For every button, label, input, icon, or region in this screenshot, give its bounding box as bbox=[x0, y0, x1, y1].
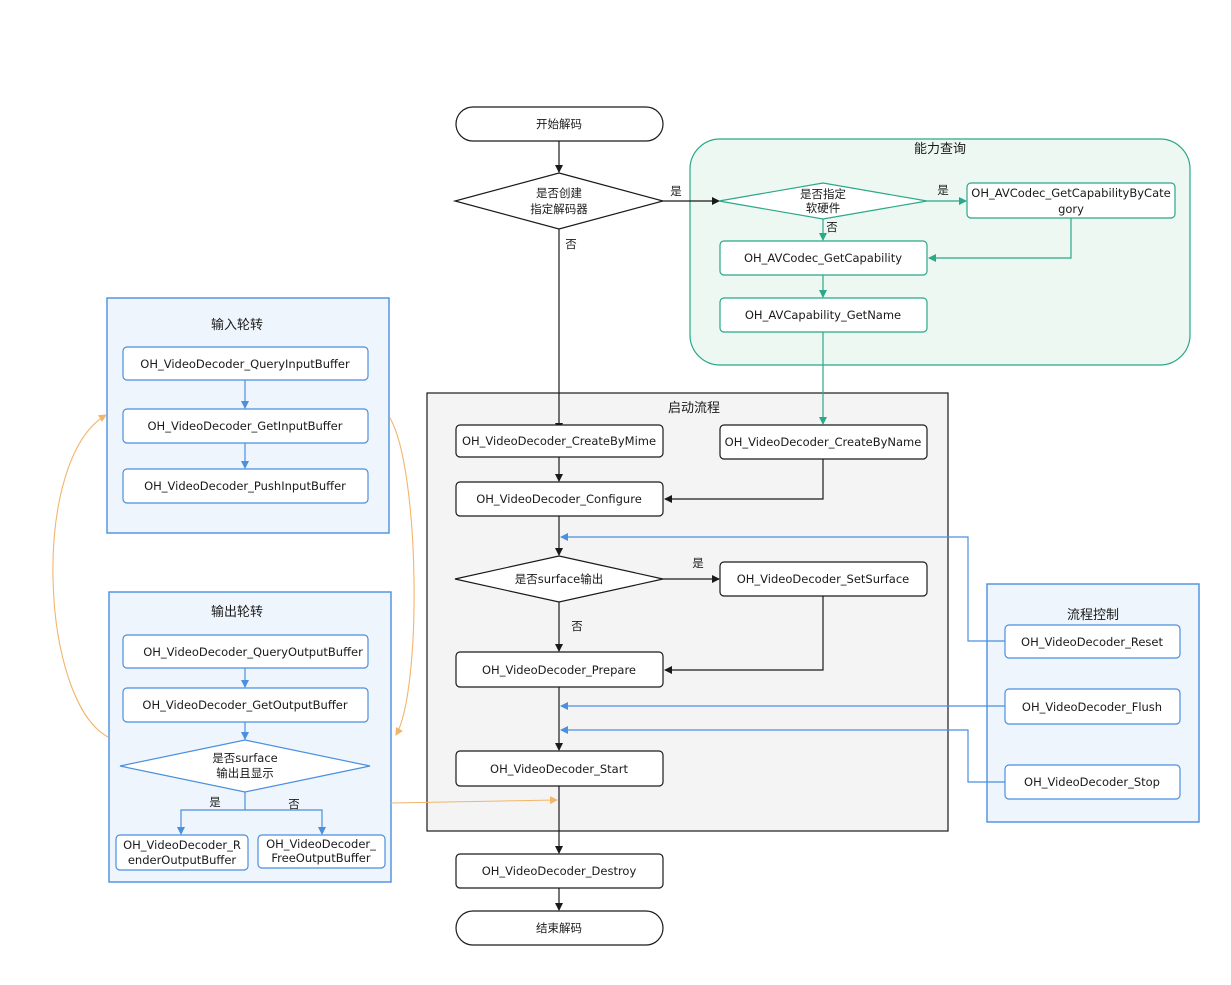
hw-decision-line2: 软硬件 bbox=[806, 201, 841, 215]
prepare-label: OH_VideoDecoder_Prepare bbox=[482, 663, 636, 677]
get-input-label: OH_VideoDecoder_GetInputBuffer bbox=[148, 419, 343, 433]
reset-label: OH_VideoDecoder_Reset bbox=[1021, 635, 1163, 649]
render-output-line1: OH_VideoDecoder_R bbox=[123, 838, 241, 852]
start-call-label: OH_VideoDecoder_Start bbox=[490, 762, 628, 776]
create-yes-label: 是 bbox=[670, 184, 682, 198]
edge-output-to-start bbox=[390, 796, 558, 805]
by-category-line2: gory bbox=[1058, 202, 1084, 216]
set-surface-label: OH_VideoDecoder_SetSurface bbox=[737, 572, 910, 586]
surface-decision-label: 是否surface输出 bbox=[515, 572, 604, 586]
free-output-line1: OH_VideoDecoder_ bbox=[266, 837, 376, 851]
create-by-mime-label: OH_VideoDecoder_CreateByMime bbox=[462, 434, 656, 448]
get-capability-label: OH_AVCodec_GetCapability bbox=[744, 251, 902, 265]
stop-label: OH_VideoDecoder_Stop bbox=[1024, 775, 1160, 789]
input-group-title: 输入轮转 bbox=[211, 317, 263, 333]
start-label: 开始解码 bbox=[536, 117, 582, 131]
show-yes-label: 是 bbox=[209, 795, 221, 809]
edge-show-yes bbox=[177, 792, 246, 835]
configure-label: OH_VideoDecoder_Configure bbox=[476, 492, 642, 506]
create-decision-line2: 指定解码器 bbox=[530, 202, 588, 216]
render-output-box bbox=[115, 834, 249, 871]
show-decision-line1: 是否surface bbox=[212, 751, 278, 765]
edge-stop-to-main bbox=[560, 726, 1005, 783]
get-name-label: OH_AVCapability_GetName bbox=[745, 308, 901, 322]
startup-group-title: 启动流程 bbox=[668, 401, 720, 416]
surface-yes-label: 是 bbox=[692, 556, 704, 570]
show-decision-line2: 输出且显示 bbox=[216, 766, 274, 780]
by-category-line1: OH_AVCodec_GetCapabilityByCate bbox=[971, 186, 1170, 200]
edge-category-to-capability bbox=[928, 218, 1072, 262]
surface-no-label: 否 bbox=[571, 619, 583, 633]
create-decision-line1: 是否创建 bbox=[536, 186, 582, 200]
create-no-label: 否 bbox=[565, 237, 577, 251]
hw-decision-line1: 是否指定 bbox=[800, 187, 846, 201]
hw-yes-label: 是 bbox=[937, 183, 949, 197]
show-no-label: 否 bbox=[288, 797, 300, 811]
create-by-name-label: OH_VideoDecoder_CreateByName bbox=[725, 435, 922, 449]
edge-setsurface-to-prepare bbox=[664, 596, 824, 674]
query-input-label: OH_VideoDecoder_QueryInputBuffer bbox=[140, 357, 350, 371]
free-output-box bbox=[257, 834, 386, 869]
free-output-line2: FreeOutputBuffer bbox=[271, 851, 371, 865]
edge-input-loop-to-output bbox=[389, 417, 415, 736]
edge-name-to-configure bbox=[664, 459, 824, 503]
push-input-box bbox=[122, 468, 369, 504]
query-output-label: OH_VideoDecoder_QueryOutputBuffer bbox=[143, 645, 363, 659]
end-terminal bbox=[455, 910, 664, 946]
edge-output-loop-to-input bbox=[52, 414, 109, 738]
destroy-label: OH_VideoDecoder_Destroy bbox=[482, 864, 637, 878]
end-label: 结束解码 bbox=[536, 921, 582, 935]
create-decision bbox=[452, 172, 666, 230]
render-output-line2: enderOutputBuffer bbox=[128, 853, 237, 867]
get-output-label: OH_VideoDecoder_GetOutputBuffer bbox=[142, 698, 347, 712]
hw-no-label: 否 bbox=[826, 220, 838, 234]
control-group-title: 流程控制 bbox=[1067, 608, 1119, 623]
capability-group-title: 能力查询 bbox=[914, 142, 966, 157]
edge-show-no bbox=[245, 809, 326, 835]
flush-label: OH_VideoDecoder_Flush bbox=[1022, 700, 1162, 714]
output-group-title: 输出轮转 bbox=[211, 604, 263, 620]
push-input-label: OH_VideoDecoder_PushInputBuffer bbox=[144, 479, 346, 493]
edge-reset-to-main bbox=[560, 533, 1005, 642]
